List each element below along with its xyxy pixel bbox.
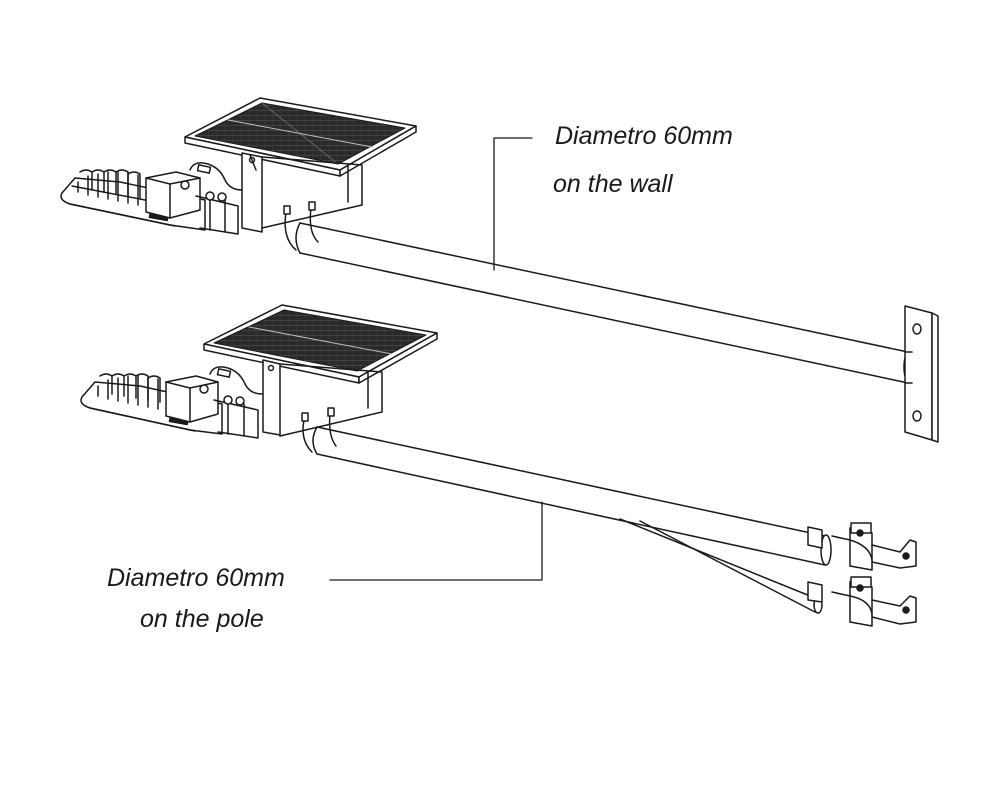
callout-leader-pole	[329, 501, 543, 581]
led-lamp-head-icon	[60, 162, 243, 235]
support-strut	[619, 518, 823, 614]
panel-bracket	[241, 152, 363, 251]
led-lamp-head-icon	[80, 366, 263, 439]
mounting-bracket-icon	[904, 305, 939, 443]
pole-mount-label: on the pole	[140, 605, 264, 633]
solar-panel-icon	[184, 97, 417, 177]
wall-mount-assembly	[60, 97, 939, 443]
wall-mount-label: on the wall	[553, 170, 673, 198]
pole-arm	[312, 426, 832, 566]
solar-panel-icon	[203, 304, 438, 384]
pole-clamp-icon	[807, 576, 917, 627]
pole-diameter-label: Diametro 60mm	[107, 564, 285, 592]
callout-leader-wall	[493, 137, 533, 271]
pole-mount-assembly	[80, 304, 917, 627]
wall-diameter-label: Diametro 60mm	[555, 122, 733, 150]
panel-bracket	[262, 359, 383, 453]
pole-clamp-icon	[807, 522, 917, 571]
